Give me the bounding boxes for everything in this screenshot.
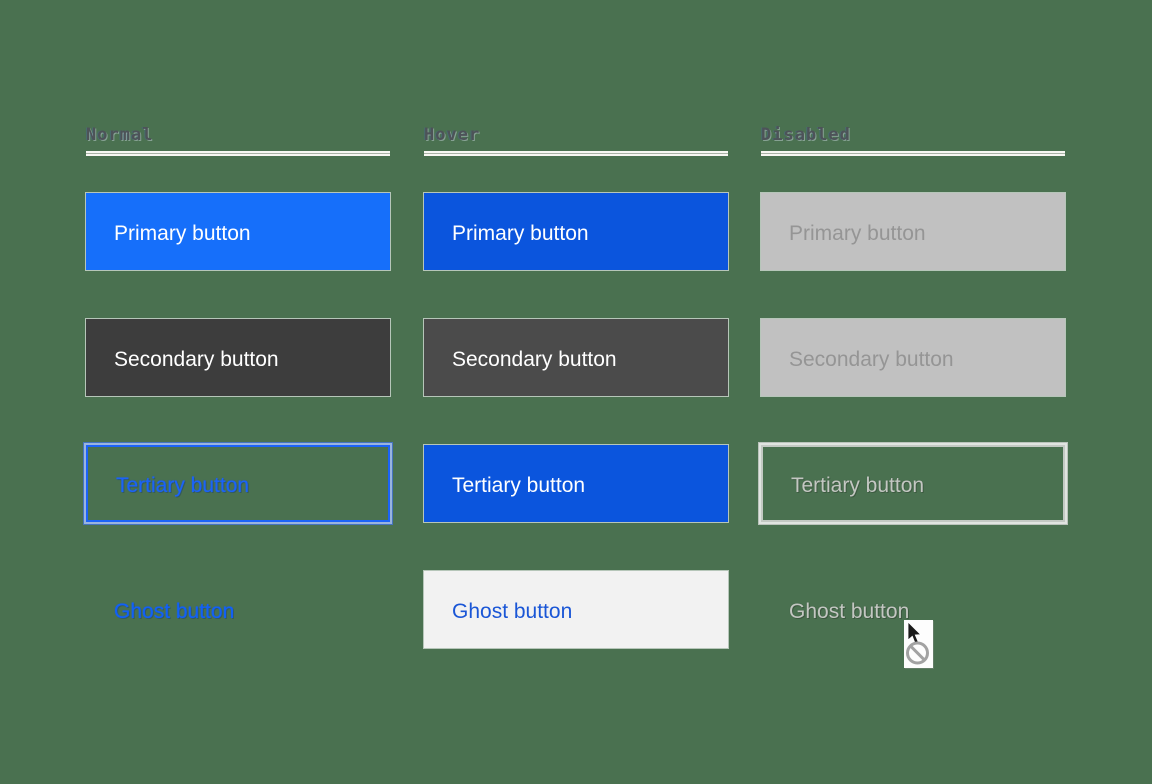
column-header-normal: Normal [86,125,154,145]
column-header-hover: Hover [424,125,481,145]
column-underline [86,151,390,156]
tertiary-button-normal[interactable]: Tertiary button [86,445,390,522]
tertiary-button-disabled: Tertiary button [761,445,1065,522]
secondary-button-normal[interactable]: Secondary button [86,319,390,396]
secondary-button-hover[interactable]: Secondary button [424,319,728,396]
primary-button-normal[interactable]: Primary button [86,193,390,270]
tertiary-button-hover[interactable]: Tertiary button [424,445,728,522]
ghost-button-normal[interactable]: Ghost button [86,571,390,648]
not-allowed-cursor-icon [904,620,933,668]
column-header-disabled: Disabled [761,125,851,145]
cursor-arrow-and-prohibition-icon [906,621,929,665]
state-column-hover: Hover Primary button Secondary button Te… [424,126,728,648]
ghost-button-disabled: Ghost button [761,571,1065,648]
primary-button-disabled: Primary button [761,193,1065,270]
column-underline [761,151,1065,156]
secondary-button-disabled: Secondary button [761,319,1065,396]
ghost-button-hover[interactable]: Ghost button [424,571,728,648]
state-column-disabled: Disabled Primary button Secondary button… [761,126,1065,648]
state-column-normal: Normal Primary button Secondary button T… [86,126,390,648]
column-underline [424,151,728,156]
primary-button-hover[interactable]: Primary button [424,193,728,270]
